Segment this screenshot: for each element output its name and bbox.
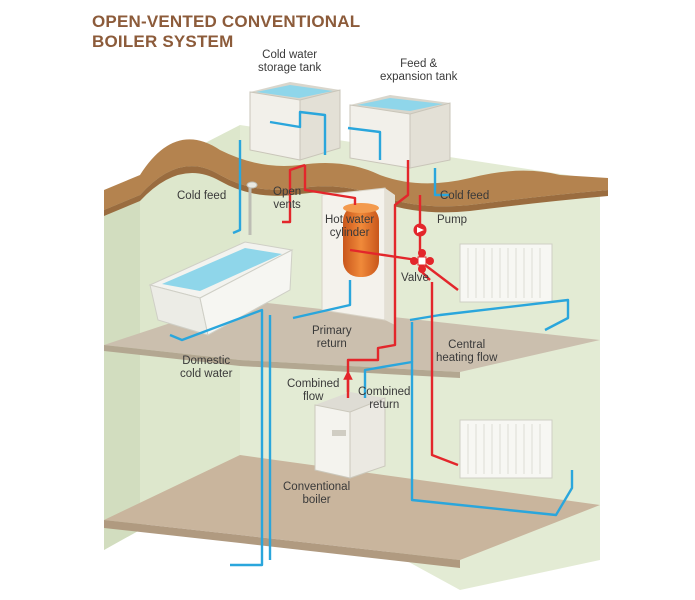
- label-cold-tank-line-1: Cold water: [262, 49, 318, 61]
- ground-floor: [104, 455, 600, 568]
- hot-water-pipes: [282, 160, 459, 467]
- label-conventional-boiler: Conventional boiler: [283, 481, 350, 507]
- label-cold-water-storage-tank: Cold water storage tank: [258, 49, 321, 75]
- conventional-boiler: [314, 392, 386, 479]
- radiator-lower: [459, 419, 553, 479]
- hot-water-cylinder: [343, 203, 379, 277]
- label-combined-flow-line-1: Combined: [287, 378, 340, 390]
- label-combined-return: Combined return: [358, 386, 410, 412]
- bath-water: [162, 248, 282, 291]
- cold-feed-left-pipe: [232, 140, 242, 235]
- pump-arrow: [417, 227, 424, 233]
- label-primary-return-line-2: return: [316, 338, 347, 350]
- primary-return-pipe: [292, 280, 352, 320]
- label-central-heating-line-2: heating flow: [436, 352, 498, 364]
- central-heating-flow: [430, 282, 459, 467]
- label-hot-cylinder-line-1: Hot water: [325, 214, 375, 226]
- label-cold-tank-line-2: storage tank: [258, 62, 322, 74]
- feed-tank-water: [357, 98, 443, 111]
- label-open-vents-line-2: vents: [273, 199, 301, 211]
- radiator-upper-body: [459, 243, 553, 303]
- cold-water-pipes: [169, 110, 574, 567]
- title-line-1: OPEN-VENTED CONVENTIONAL: [92, 12, 361, 31]
- label-open-vents-line-1: Open: [273, 186, 302, 198]
- cylinder-top: [343, 203, 379, 213]
- roof-top: [104, 139, 608, 210]
- label-cold-feed-right: Cold feed: [440, 190, 490, 202]
- pump: [413, 223, 427, 237]
- cylinder-body: [343, 205, 379, 277]
- label-feed-expansion-tank: Feed & expansion tank: [380, 58, 457, 84]
- cold-water-storage-tank: [249, 82, 341, 161]
- label-cold-feed-left: Cold feed: [177, 190, 227, 202]
- ground-floor-slab: [104, 455, 600, 560]
- label-hot-water-cylinder: Hot water cylinder: [325, 214, 374, 240]
- cold-pipe-tank-left: [269, 110, 327, 155]
- left-wall-shade: [104, 176, 140, 550]
- open-vent-left: [282, 163, 306, 224]
- shower: [246, 181, 258, 235]
- radiator-lower-body: [459, 419, 553, 479]
- valve-top: [418, 249, 426, 257]
- radiator-upper: [459, 243, 553, 303]
- label-hot-cylinder-line-2: cylinder: [329, 227, 370, 239]
- valve-left: [410, 257, 418, 265]
- valve-bottom: [418, 265, 426, 273]
- label-central-heating-line-1: Central: [448, 339, 486, 351]
- right-cold-pipe: [433, 168, 450, 197]
- bathtub: [148, 241, 294, 336]
- label-feed-tank-line-1: Feed &: [400, 58, 438, 70]
- label-boiler-line-1: Conventional: [283, 481, 351, 493]
- boiler-front: [314, 404, 351, 479]
- ground-floor-edge: [104, 520, 460, 568]
- boiler-top: [315, 392, 385, 412]
- return-to-boiler: [363, 360, 574, 517]
- tank-to-cylinder-cold: [347, 126, 382, 160]
- feed-to-pump: [346, 160, 410, 398]
- label-domestic-cold-line-1: Domestic: [182, 355, 231, 367]
- label-combined-return-line-1: Combined: [358, 386, 411, 398]
- label-primary-return-line-1: Primary: [312, 325, 352, 337]
- label-valve: Valve: [401, 272, 429, 284]
- bath-side: [199, 249, 293, 336]
- label-combined-flow-line-2: flow: [302, 391, 324, 403]
- cold-tank-water: [256, 85, 333, 98]
- boiler-side: [349, 397, 386, 479]
- label-pump: Pump: [437, 214, 468, 226]
- label-domestic-cold-line-2: cold water: [180, 368, 233, 380]
- domestic-cold-pipe: [169, 308, 264, 567]
- label-combined-flow: Combined flow: [287, 378, 339, 404]
- boiler-panel: [332, 430, 346, 436]
- label-combined-return-line-2: return: [369, 399, 400, 411]
- shower-head: [246, 181, 258, 189]
- valve-to-radiator: [424, 264, 459, 291]
- label-open-vents: Open vents: [273, 186, 301, 212]
- label-domestic-cold-water: Domestic cold water: [180, 355, 232, 381]
- label-primary-return: Primary return: [312, 325, 352, 351]
- diagram-title: OPEN-VENTED CONVENTIONAL BOILER SYSTEM: [92, 12, 360, 52]
- open-vent-hot: [303, 165, 357, 205]
- central-return-lower: [409, 298, 570, 332]
- feed-tank-side: [409, 102, 451, 169]
- label-boiler-line-2: boiler: [302, 494, 331, 506]
- valve-to-cylinder: [349, 248, 418, 262]
- cold-tank-side: [299, 89, 341, 161]
- label-central-heating-flow: Central heating flow: [436, 339, 497, 365]
- valve-centre: [417, 256, 427, 266]
- feed-expansion-tank: [349, 95, 451, 169]
- valve-right: [426, 257, 434, 265]
- title-line-2: BOILER SYSTEM: [92, 32, 234, 51]
- valve: [410, 249, 434, 273]
- label-feed-tank-line-2: expansion tank: [380, 71, 458, 83]
